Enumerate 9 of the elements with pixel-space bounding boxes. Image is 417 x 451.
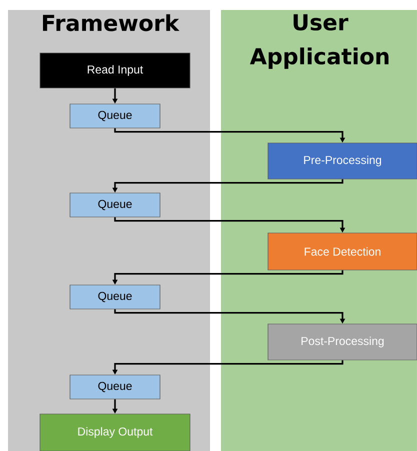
process-box: Read Input bbox=[40, 52, 190, 88]
process-box: Post-Processing bbox=[268, 324, 417, 360]
queue-box: Queue bbox=[70, 374, 160, 400]
process-box: Face Detection bbox=[268, 232, 417, 270]
process-box: Display Output bbox=[40, 414, 190, 451]
queue-box: Queue bbox=[70, 192, 160, 218]
process-box: Pre-Processing bbox=[268, 142, 417, 180]
queue-box: Queue bbox=[70, 104, 160, 128]
queue-box: Queue bbox=[70, 284, 160, 310]
